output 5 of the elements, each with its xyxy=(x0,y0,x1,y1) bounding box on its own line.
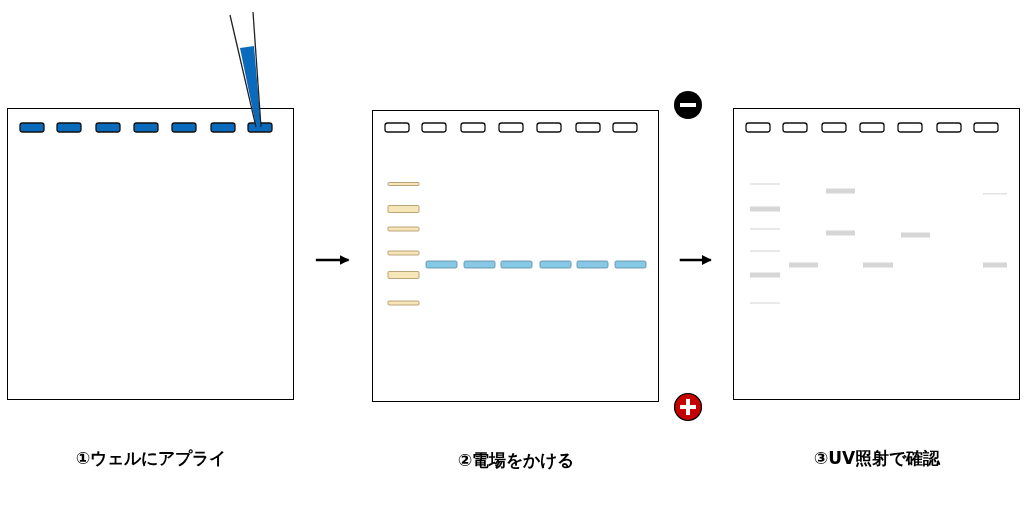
arrow xyxy=(679,255,712,265)
panel-caption: ①ウェルにアプライ xyxy=(74,447,228,470)
panel-caption: ②電場をかける xyxy=(456,449,576,472)
panel-caption: ③UV照射で確認 xyxy=(812,447,942,470)
arrow xyxy=(315,255,350,265)
